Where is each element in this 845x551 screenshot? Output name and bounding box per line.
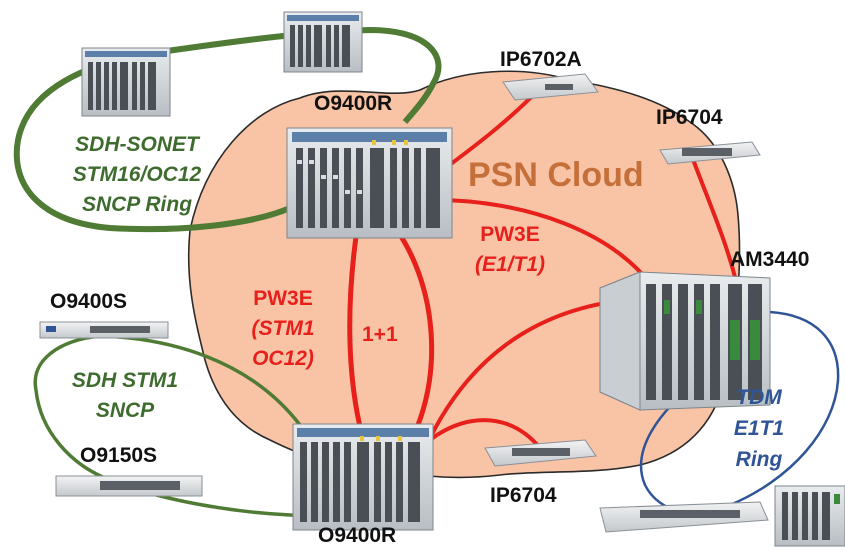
am3440-device <box>599 271 771 411</box>
pw-label-line: (STM1 <box>251 317 315 340</box>
ring-label-line: SDH-SONET <box>75 133 199 156</box>
tdm-ring-label: TDM E1T1 Ring <box>724 382 794 475</box>
ring-label-line: SNCP <box>95 399 155 422</box>
pw-stm1-label: PW3E (STM1 OC12) <box>238 284 328 374</box>
ring-label-line: SDH STM1 <box>71 369 179 392</box>
o9400r-top-device <box>286 127 453 239</box>
ip6704-bottom-device <box>484 439 597 467</box>
o9400s-label: O9400S <box>50 290 128 313</box>
protection-label: 1+1 <box>362 323 398 346</box>
ip6702a-device <box>502 73 599 101</box>
pw-label-line: PW3E <box>480 223 540 246</box>
am3440-label: AM3440 <box>730 248 810 271</box>
ring-label-line: E1T1 <box>733 417 785 440</box>
pw-e1t1-label: PW3E (E1/T1) <box>470 220 550 280</box>
o9400r-bottom-label: O9400R <box>318 524 397 547</box>
pw-label-line: OC12) <box>252 347 314 370</box>
sdh-sonet-ring-label: SDH-SONET STM16/OC12 SNCP Ring <box>62 130 212 220</box>
o9400r-top-label: O9400R <box>314 92 393 115</box>
ip6704-top-label: IP6704 <box>656 106 723 129</box>
pw-label-line: (E1/T1) <box>474 253 545 276</box>
ring-label-line: SNCP Ring <box>81 193 193 216</box>
o9400r-bottom-device <box>292 423 434 531</box>
ring-label-line: STM16/OC12 <box>72 163 202 186</box>
pw-label-line: PW3E <box>253 287 313 310</box>
sdh-node-top-device <box>283 11 363 73</box>
o9400s-device <box>39 321 169 339</box>
ring-label-line: TDM <box>736 386 782 409</box>
ip6704-top-device <box>659 141 761 165</box>
tdm-node-shelf-device <box>599 501 769 533</box>
ip6704-bottom-label: IP6704 <box>490 484 557 507</box>
ring-label-line: Ring <box>735 448 783 471</box>
o9150s-label: O9150S <box>80 444 158 467</box>
psn-cloud-label: PSN Cloud <box>468 156 644 194</box>
ip6702a-label: IP6702A <box>500 48 582 71</box>
sdh-stm1-ring-label: SDH STM1 SNCP <box>60 366 190 426</box>
tdm-node-chassis-device <box>774 485 845 547</box>
o9150s-device <box>55 475 203 497</box>
sdh-node-left-device <box>81 47 171 117</box>
